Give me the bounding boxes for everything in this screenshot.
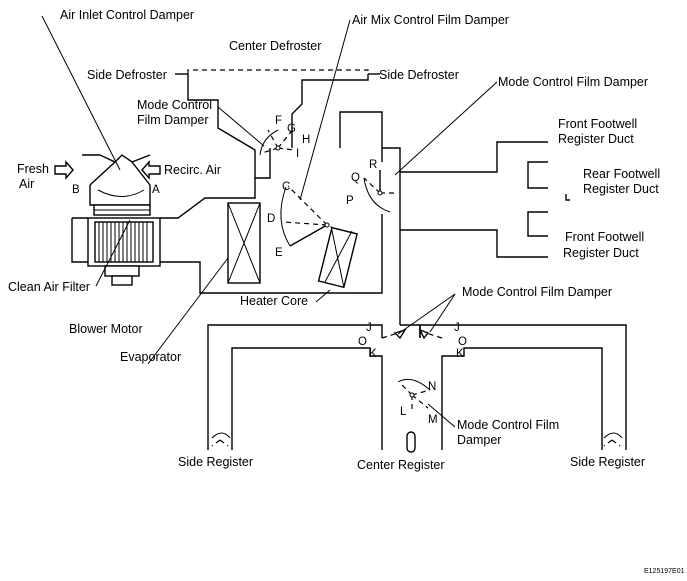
mode-chamber-right-wall [382, 147, 401, 325]
label-side-register-left: Side Register [178, 455, 253, 469]
center-defroster-duct [187, 69, 369, 74]
right-register-inner [441, 347, 603, 450]
defroster-left-wall [187, 74, 271, 179]
letter-c: C [282, 181, 290, 193]
dampers [211, 127, 623, 447]
fresh-air-arrow-icon [54, 160, 74, 180]
letter-h: H [302, 134, 310, 146]
letter-a: A [152, 184, 160, 196]
label-heater-core: Heater Core [240, 294, 308, 308]
side-register-left-vane [211, 432, 231, 447]
letter-l: L [400, 406, 407, 418]
air-inlet-damper-arc [97, 189, 145, 197]
label-side-defroster-left: Side Defroster [87, 68, 167, 82]
mode-damper-jok-left [393, 328, 407, 340]
leader-lines [41, 15, 498, 428]
figure-code: E125197E01 [644, 568, 685, 575]
letter-i: I [296, 148, 299, 160]
evaporator-core [227, 202, 261, 284]
recirc-air-arrow-icon [141, 160, 161, 180]
front-footwell-duct-2-inner [527, 211, 548, 237]
letter-o-left: O [358, 336, 367, 348]
label-rear-footwell-b: Register Duct [583, 182, 659, 196]
main-duct-top [72, 178, 256, 219]
label-mode-damper-ul-2: Film Damper [137, 113, 209, 127]
upper-housing-wall [339, 111, 383, 148]
label-side-register-right: Side Register [570, 455, 645, 469]
defroster-right-wall [291, 74, 369, 148]
blower-motor-upper [104, 265, 140, 277]
main-duct-bottom [71, 218, 383, 294]
letter-g: G [287, 123, 296, 135]
airflow-arrows [54, 160, 161, 180]
mode-damper-fghi [261, 127, 295, 154]
rear-footwell-tab [565, 194, 570, 201]
heater-core [317, 225, 358, 289]
label-front-footwell-2a: Front Footwell [565, 230, 644, 244]
letter-j-right: J [454, 322, 460, 334]
intake-box [89, 185, 151, 206]
label-center-defroster: Center Defroster [229, 39, 321, 53]
letter-n: N [428, 381, 436, 393]
letter-e: E [275, 247, 283, 259]
letter-j-left: J [366, 322, 372, 334]
label-fresh-air-1: Fresh [17, 162, 49, 176]
label-mode-damper-middle: Mode Control Film Damper [462, 285, 612, 299]
label-front-footwell-1b: Register Duct [558, 132, 634, 146]
letter-o-right: O [458, 336, 467, 348]
label-front-footwell-1a: Front Footwell [558, 117, 637, 131]
left-register-inner [231, 347, 383, 450]
air-mix-damper-arc [280, 186, 291, 247]
letter-b: B [72, 184, 80, 196]
left-register-outer [207, 324, 383, 450]
label-recirc-air: Recirc. Air [164, 163, 221, 177]
mode-damper-jok-right [418, 328, 430, 340]
duct-outlines [71, 69, 627, 453]
front-footwell-duct-1 [400, 141, 548, 173]
blower-motor-lower [111, 275, 133, 286]
label-mode-damper-lower-1: Mode Control Film [457, 418, 559, 432]
letter-f: F [275, 115, 282, 127]
letter-p: P [346, 195, 354, 207]
blower-fan [94, 221, 154, 263]
mode-damper-qrp [363, 177, 396, 194]
letter-d: D [267, 213, 275, 225]
label-center-register: Center Register [357, 458, 445, 472]
label-blower-motor: Blower Motor [69, 322, 143, 336]
center-register-vane [406, 431, 416, 453]
label-rear-footwell-a: Rear Footwell [583, 167, 660, 181]
side-register-right-vane [603, 432, 623, 447]
damper-letters: A B C D E F G H I Q R P J J O O K K L M … [72, 115, 467, 426]
mode-damper-lmn [399, 382, 431, 412]
letter-k-right: K [456, 348, 464, 360]
label-air-inlet-damper: Air Inlet Control Damper [60, 8, 194, 22]
center-duct-top [400, 324, 421, 338]
label-front-footwell-2b: Register Duct [563, 246, 639, 260]
front-footwell-duct-2 [400, 229, 548, 258]
label-air-mix-damper: Air Mix Control Film Damper [352, 13, 509, 27]
label-evaporator: Evaporator [120, 350, 181, 364]
rear-footwell-duct [527, 161, 548, 189]
letter-k-left: K [369, 348, 377, 360]
letter-q: Q [351, 172, 360, 184]
letter-r: R [369, 159, 377, 171]
label-clean-air-filter: Clean Air Filter [8, 280, 90, 294]
label-mode-damper-ul-1: Mode Control [137, 98, 212, 112]
intake-top [82, 154, 151, 163]
letter-m: M [428, 414, 438, 426]
label-mode-damper-ur: Mode Control Film Damper [498, 75, 648, 89]
labels: Air Inlet Control Damper Air Mix Control… [8, 8, 685, 575]
intake-sides [89, 161, 151, 186]
label-side-defroster-right: Side Defroster [379, 68, 459, 82]
label-fresh-air-2: Air [19, 177, 34, 191]
label-mode-damper-lower-2: Damper [457, 433, 501, 447]
